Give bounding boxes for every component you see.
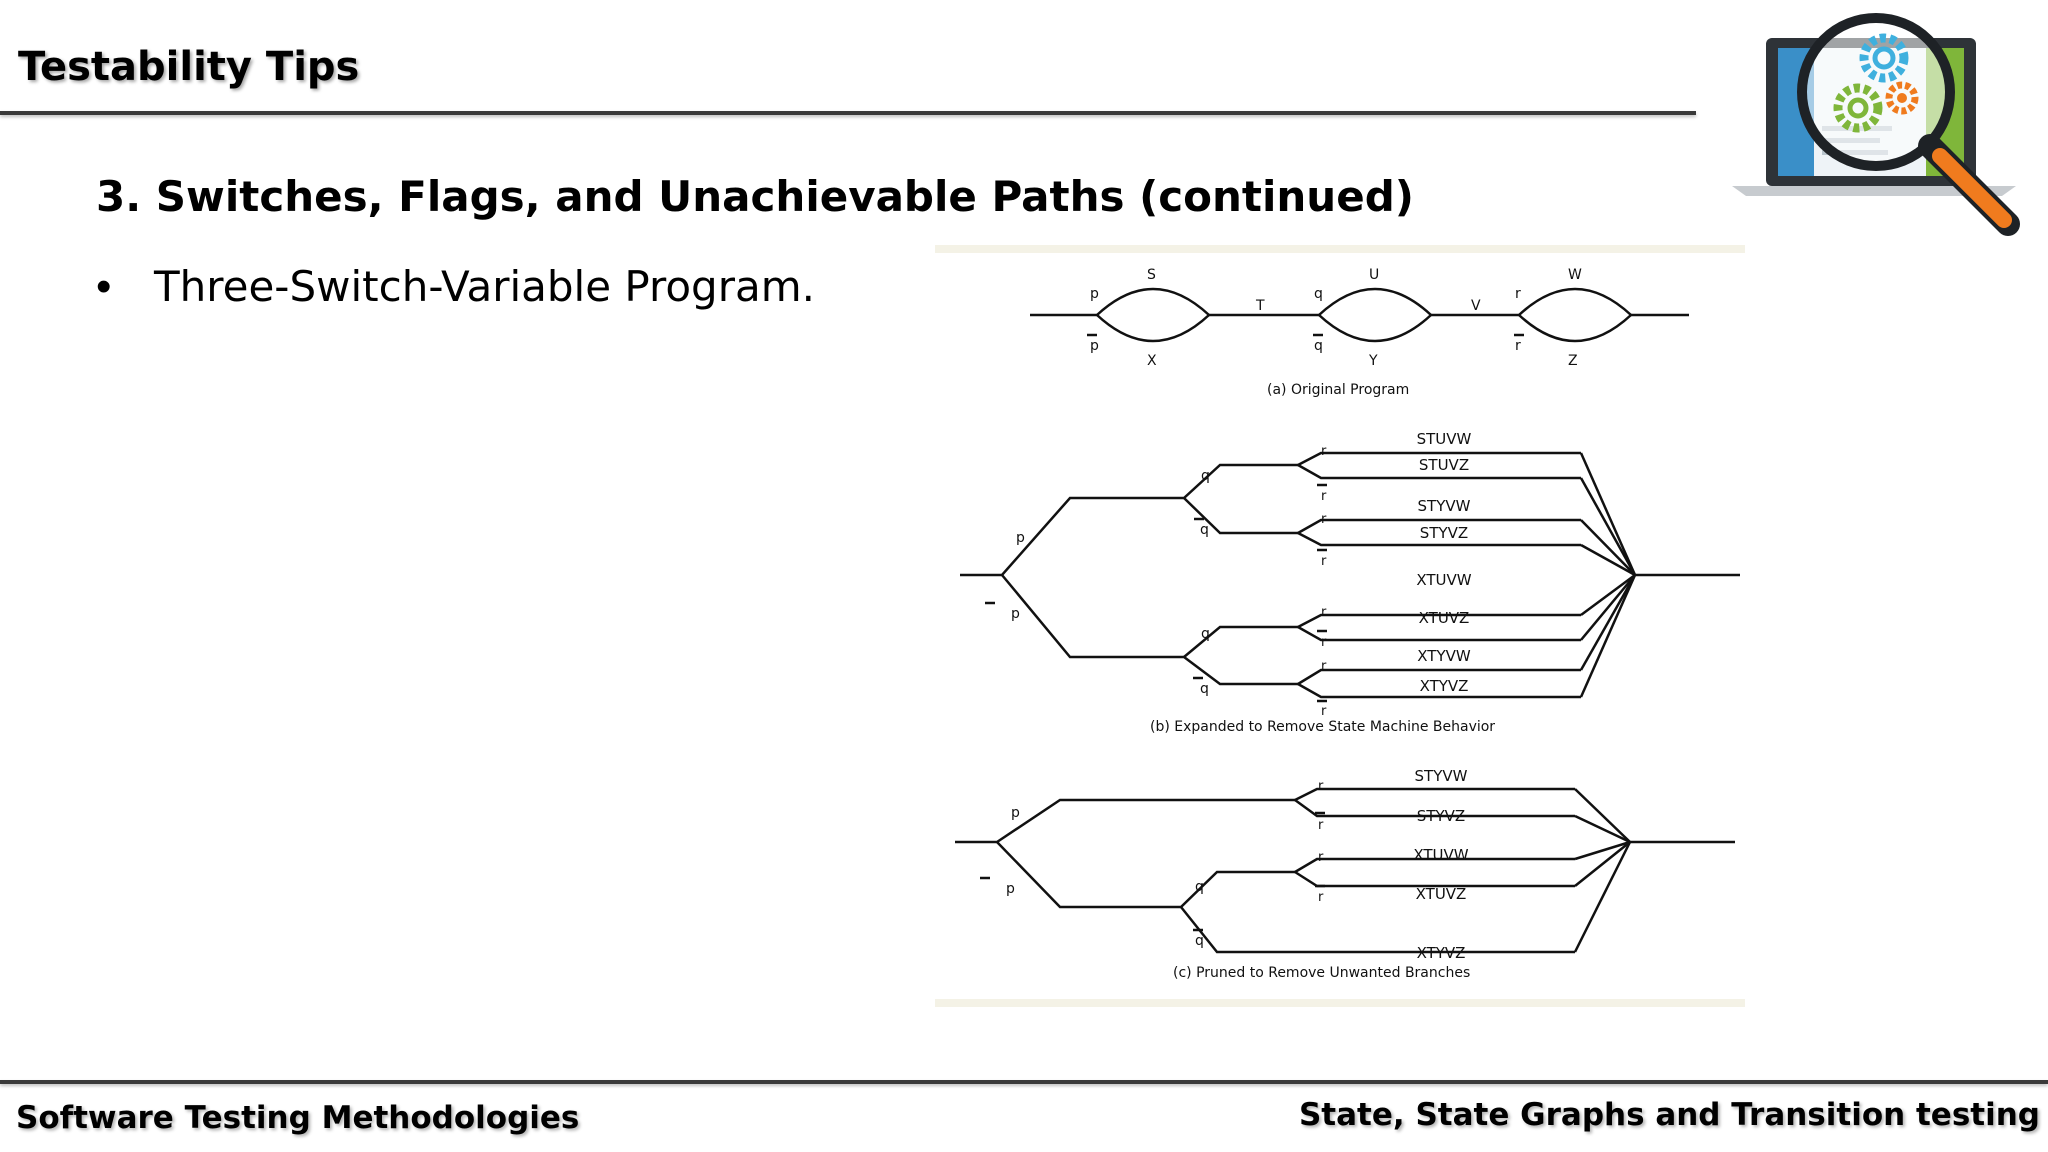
label-b-not-r-2: r <box>1321 554 1327 569</box>
path-label-xtyvz: XTYVZ <box>1420 677 1469 695</box>
label-c-not-q: q <box>1195 933 1204 949</box>
path-label-c-styvz: STYVZ <box>1417 807 1465 825</box>
bullet-marker: • <box>96 262 112 311</box>
label-a-v: V <box>1471 298 1481 314</box>
path-label-styvw: STYVW <box>1418 497 1471 515</box>
label-a-w: W <box>1568 267 1582 283</box>
path-label-xtuvz: XTUVZ <box>1419 609 1470 627</box>
label-b-q-lower: q <box>1201 626 1210 642</box>
label-a-not-r: r <box>1515 338 1521 354</box>
label-a-t: T <box>1255 298 1265 314</box>
path-label-stuvw: STUVW <box>1417 430 1472 448</box>
footer-divider <box>0 1080 2048 1084</box>
caption-c: (c) Pruned to Remove Unwanted Branches <box>1173 965 1470 981</box>
label-a-s: S <box>1147 267 1156 283</box>
label-a-x: X <box>1147 353 1157 369</box>
label-c-not-r-1: r <box>1318 818 1324 833</box>
label-c-not-r-2: r <box>1318 890 1324 905</box>
label-b-q-upper: q <box>1201 468 1210 484</box>
path-label-c-xtuvz: XTUVZ <box>1416 885 1467 903</box>
testing-magnifier-gears-laptop-icon <box>1726 0 2026 236</box>
path-label-xtuvw: XTUVW <box>1416 571 1471 589</box>
label-c-q: q <box>1195 879 1204 895</box>
slide-title: Testability Tips <box>18 44 360 90</box>
path-label-styvz: STYVZ <box>1420 524 1468 542</box>
label-c-p: p <box>1011 805 1020 821</box>
label-b-not-r-3: r <box>1321 635 1327 650</box>
label-a-r: r <box>1515 286 1521 302</box>
label-b-not-r-4: r <box>1321 704 1327 719</box>
footer-topic-title: State, State Graphs and Transition testi… <box>1298 1097 2040 1133</box>
label-a-not-q: q <box>1314 338 1323 354</box>
path-label-xtyvw: XTYVW <box>1417 647 1471 665</box>
label-b-not-p: p <box>1011 606 1020 622</box>
label-c-r-1: r <box>1318 779 1324 794</box>
caption-a: (a) Original Program <box>1267 382 1409 398</box>
section-heading: 3. Switches, Flags, and Unachievable Pat… <box>96 172 1414 221</box>
label-c-r-2: r <box>1318 850 1324 865</box>
label-a-z: Z <box>1568 353 1578 369</box>
label-c-not-p: p <box>1006 881 1015 897</box>
label-a-not-p: p <box>1090 338 1099 354</box>
label-a-q: q <box>1314 286 1323 302</box>
label-b-not-q-lower: q <box>1200 681 1209 697</box>
label-a-p: p <box>1090 286 1099 302</box>
state-machine-path-figure: p p S X T q q U Y V r r W Z (a) Original… <box>935 245 1745 1007</box>
label-b-not-q-upper: q <box>1200 522 1209 538</box>
label-b-r-4: r <box>1321 659 1327 674</box>
label-b-r-3: r <box>1321 605 1327 620</box>
footer-course-title: Software Testing Methodologies <box>16 1100 580 1136</box>
bullet-text: Three-Switch-Variable Program. <box>154 262 815 311</box>
path-label-c-styvw: STYVW <box>1415 767 1468 785</box>
label-b-r-1: r <box>1321 444 1327 459</box>
label-a-u: U <box>1369 267 1379 283</box>
caption-b: (b) Expanded to Remove State Machine Beh… <box>1150 719 1495 735</box>
path-label-stuvz: STUVZ <box>1419 456 1469 474</box>
label-b-not-r-1: r <box>1321 489 1327 504</box>
label-b-r-2: r <box>1321 512 1327 527</box>
label-a-y: Y <box>1368 353 1378 369</box>
path-diagram: p p S X T q q U Y V r r W Z (a) Original… <box>955 267 1740 981</box>
header-divider <box>0 111 1696 115</box>
label-b-p: p <box>1016 530 1025 546</box>
path-label-c-xtyvz: XTYVZ <box>1417 944 1466 962</box>
path-label-c-xtuvw: XTUVW <box>1413 846 1468 864</box>
